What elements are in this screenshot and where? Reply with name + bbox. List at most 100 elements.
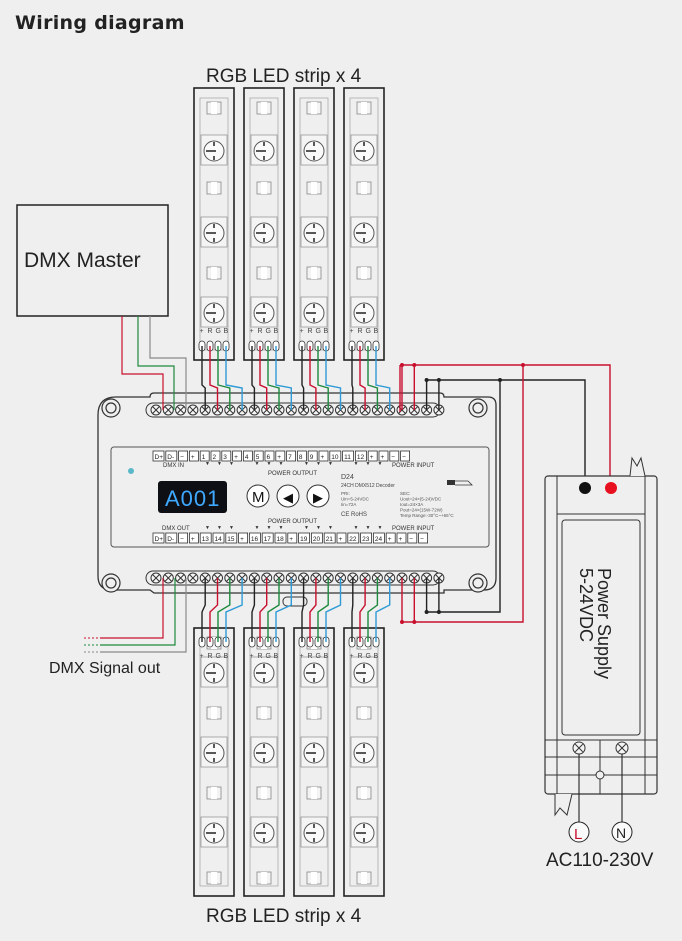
- sec-spec: Pout=24×(15W-72W): [400, 508, 443, 513]
- bottom-terminal-box: [298, 532, 311, 544]
- bottom-terminal-label: D-: [167, 536, 174, 543]
- bottom-terminal-box: [407, 532, 418, 544]
- bottom-terminal-label: 17: [264, 536, 272, 543]
- resistor-gap: [361, 102, 367, 114]
- dmx-out-wire-gray: [100, 578, 187, 653]
- bottom-terminal-label: D+: [155, 536, 164, 543]
- bottom-strip-wire: [225, 578, 243, 642]
- top-terminal-label: 10: [331, 454, 339, 461]
- top-terminal-label: +: [191, 454, 195, 461]
- ac-live-screw-icon: [572, 741, 586, 755]
- top-strip-wire: [275, 346, 292, 410]
- bottom-terminal-box: [347, 532, 360, 544]
- neutral-badge-icon: [611, 821, 633, 843]
- top-strip-wire: [375, 346, 391, 410]
- next-button: [306, 484, 330, 508]
- resistor-gap: [361, 637, 367, 649]
- bottom-strip-wire: [325, 578, 342, 642]
- top-terminal-box: [329, 450, 342, 462]
- strip-pin-label: G: [216, 653, 221, 660]
- bottom-terminal-label: −: [409, 536, 413, 543]
- resistor-gap: [261, 182, 267, 194]
- strip-pin-label: B: [374, 328, 379, 335]
- pri-spec: PRI:: [341, 491, 350, 496]
- mounting-clip-top: [629, 456, 646, 477]
- top-terminal-label: +: [381, 454, 385, 461]
- top-terminal-label: 5: [256, 454, 260, 461]
- wire-strip-icon: [447, 480, 455, 485]
- bottom-terminal-label: 13: [202, 536, 210, 543]
- resistor-gap: [261, 637, 267, 649]
- strip-pin-label: +: [200, 653, 204, 660]
- bottom-terminal-label: −: [420, 536, 424, 543]
- bottom-strip-wire: [217, 578, 231, 642]
- strip-pin-label: B: [324, 653, 329, 660]
- neutral-label: N: [616, 825, 626, 841]
- dc-positive-terminal-icon: [605, 482, 617, 494]
- bottom-strip-wire: [275, 578, 292, 642]
- pri-spec: Iin=72A: [341, 502, 356, 507]
- bottom-strips-label: RGB LED strip x 4: [206, 906, 362, 927]
- strip-trace: [249, 97, 279, 351]
- mounting-clip-bottom: [554, 793, 573, 817]
- certification-marks: CE RoHS: [341, 512, 367, 518]
- top-terminal-label: 12: [357, 454, 365, 461]
- led-symbol-icon: ▼: [205, 461, 210, 467]
- top-terminal-label: 9: [310, 454, 314, 461]
- top-screw-terminal-icon: [175, 404, 187, 416]
- sec-spec: Iout=24×3A: [400, 502, 423, 507]
- top-terminal-box: [242, 450, 253, 462]
- mounting-hole-inner: [105, 577, 117, 589]
- top-strip-wire: [225, 346, 243, 410]
- bottom-strip-wire: [209, 578, 219, 642]
- wire-junction: [436, 610, 441, 614]
- top-terminal-label: 7: [288, 454, 292, 461]
- bottom-terminal-label: +: [399, 536, 403, 543]
- bottom-terminal-label: +: [289, 536, 293, 543]
- bottom-terminal-label: 16: [251, 536, 259, 543]
- top-strip-wire: [317, 346, 329, 410]
- strip-pin-label: R: [258, 328, 263, 335]
- status-led-icon: [128, 468, 134, 474]
- bottom-terminal-label: 19: [300, 536, 308, 543]
- led-symbol-icon: ▼: [316, 461, 321, 467]
- top-terminal-label: +: [370, 454, 374, 461]
- strip-pin-label: B: [374, 653, 379, 660]
- wire-junction: [400, 620, 404, 624]
- sec-spec: SEC:: [400, 491, 411, 496]
- bottom-terminal-label: +: [191, 536, 195, 543]
- top-screw-terminal-icon: [187, 404, 199, 416]
- mounting-hole-icon: [101, 573, 121, 593]
- strip-pin-label: +: [350, 328, 354, 335]
- wire-junction: [521, 363, 525, 367]
- resistor-gap: [311, 707, 317, 719]
- resistor-gap: [311, 102, 317, 114]
- ac-neutral-screw-icon: [615, 741, 629, 755]
- dmx-out-wire-green: [100, 578, 176, 646]
- decoder-name: 24CH DMX512 Decoder: [341, 483, 395, 489]
- mounting-hole-icon: [468, 398, 488, 418]
- led-symbol-icon: ▼: [366, 461, 371, 467]
- led-symbol-icon: ▼: [229, 461, 234, 467]
- bottom-terminal-box: [372, 532, 385, 544]
- bottom-terminal-label: +: [240, 536, 244, 543]
- top-strip-wire: [367, 346, 379, 410]
- bottom-terminal-label: 14: [215, 536, 223, 543]
- bottom-terminal-box: [418, 532, 429, 544]
- strip-pin-label: G: [266, 328, 271, 335]
- top-terminal-label: −: [180, 454, 184, 461]
- bottom-terminal-label: 20: [313, 536, 321, 543]
- top-terminal-label: 4: [245, 454, 249, 461]
- resistor-gap: [361, 787, 367, 799]
- top-terminal-box: [400, 450, 411, 462]
- strip-pin-label: B: [224, 328, 229, 335]
- wire-strip-tip: [455, 480, 473, 486]
- bottom-strip-wire: [359, 578, 366, 642]
- top-terminal-box: [296, 450, 307, 462]
- led-symbol-icon: ▼: [255, 461, 260, 467]
- ac-input-label: AC110-230V: [546, 850, 654, 871]
- top-terminal-label: 1: [202, 454, 206, 461]
- top-terminal-label: D-: [167, 454, 174, 461]
- resistor-gap: [311, 182, 317, 194]
- top-terminal-label: 3: [223, 454, 227, 461]
